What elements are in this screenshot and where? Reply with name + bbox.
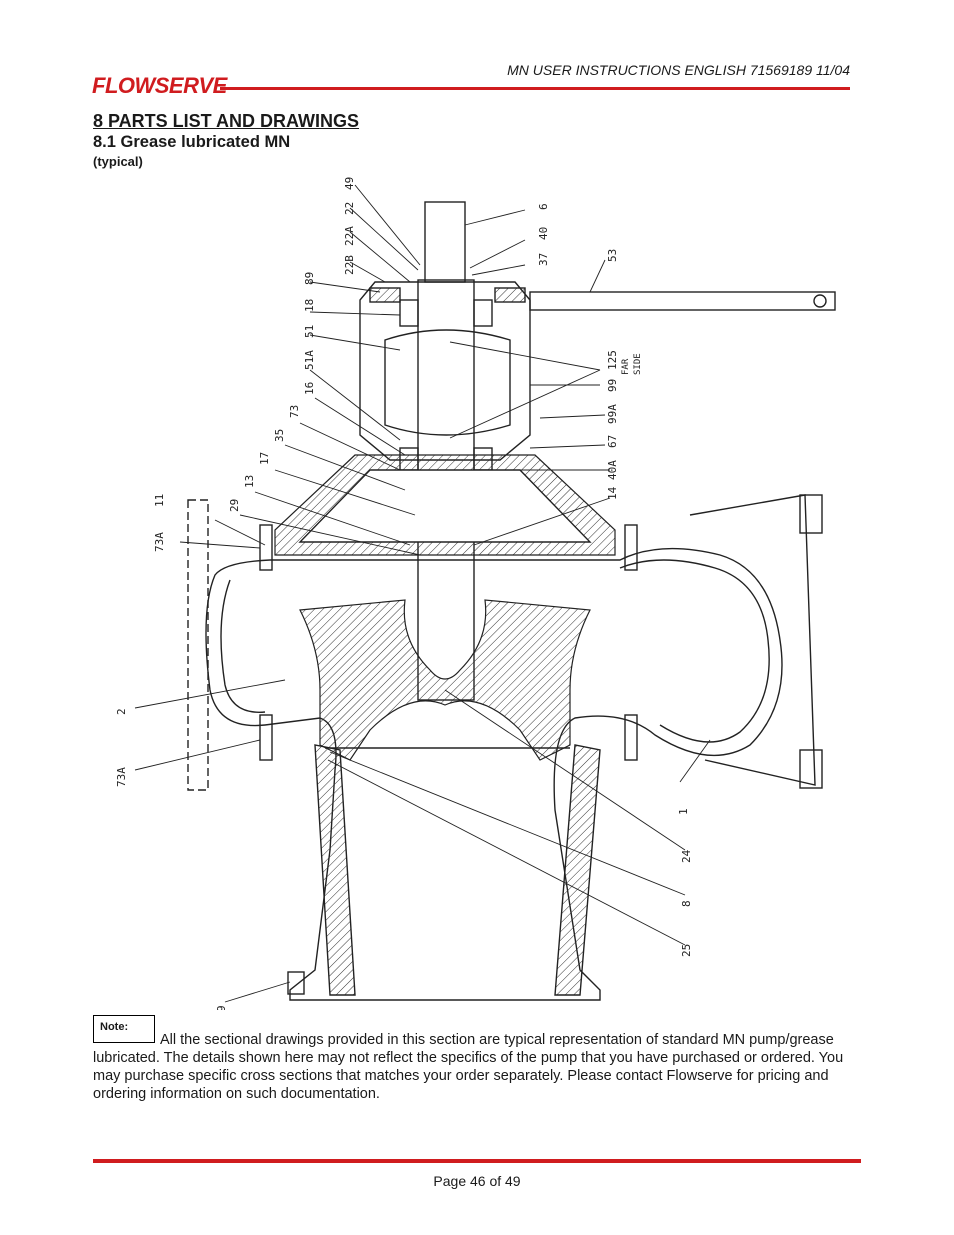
callout: 22 (343, 202, 356, 215)
section-subtitle: 8.1 Grease lubricated MN (93, 133, 291, 151)
callout: 22B (343, 255, 356, 275)
callout: 1 (677, 808, 690, 815)
note-label: Note: (100, 1021, 129, 1033)
callout: 16 (303, 382, 316, 395)
callout: 125 (606, 350, 619, 370)
lifting-bar (529, 291, 836, 311)
callout: 29 (228, 499, 241, 512)
callout: 73A (153, 532, 166, 552)
note-text: All the sectional drawings provided in t… (93, 1032, 844, 1102)
document-id: MN USER INSTRUCTIONS ENGLISH 71569189 11… (507, 62, 850, 78)
callout: 99 (606, 379, 619, 392)
flowserve-logo: FLOWSERVE (92, 73, 227, 98)
callout: 6 (537, 203, 550, 210)
shaft-coupling-end (424, 201, 466, 283)
callout: 25 (680, 944, 693, 957)
callout: 14 (606, 486, 619, 500)
callout: 99A (606, 404, 619, 424)
pump-sectional-drawing: 49 22 22A 22B 89 18 51 51A 16 73 35 17 1… (115, 177, 836, 1010)
callout: 73A (115, 767, 128, 787)
section-title: 8 PARTS LIST AND DRAWINGS (93, 111, 360, 131)
callout: 8 (680, 900, 693, 907)
callout: 40A (606, 460, 619, 480)
callout: 35 (273, 429, 286, 442)
callout: 2 (115, 708, 128, 715)
upper-bearing (399, 299, 419, 327)
callout: 89 (303, 272, 316, 285)
volute-casing (205, 547, 783, 1001)
callout: 9 (215, 1005, 228, 1010)
section-qualifier: (typical) (93, 154, 143, 169)
callout: 22A (343, 226, 356, 246)
callout: 73 (288, 405, 301, 418)
bolt (259, 524, 273, 571)
callout: 37 (537, 253, 550, 266)
callout: 24 (680, 849, 693, 863)
callout: 51A (303, 350, 316, 370)
callout: 49 (343, 177, 356, 190)
callout: 67 (606, 435, 619, 448)
callout: 53 (606, 249, 619, 262)
callout: 51 (303, 325, 316, 338)
callout: 17 (258, 452, 271, 465)
impeller (299, 599, 591, 761)
page-number: Page 46 of 49 (433, 1173, 521, 1189)
far-side-note: SIDE (633, 353, 643, 375)
header-rule (220, 87, 850, 90)
footer-rule (93, 1159, 861, 1163)
callout: 11 (153, 494, 166, 507)
far-side-note: FAR (621, 358, 631, 375)
callout: 18 (303, 299, 316, 312)
callout: 13 (243, 475, 256, 488)
note-box (93, 1015, 155, 1043)
callout: 40 (537, 227, 550, 240)
